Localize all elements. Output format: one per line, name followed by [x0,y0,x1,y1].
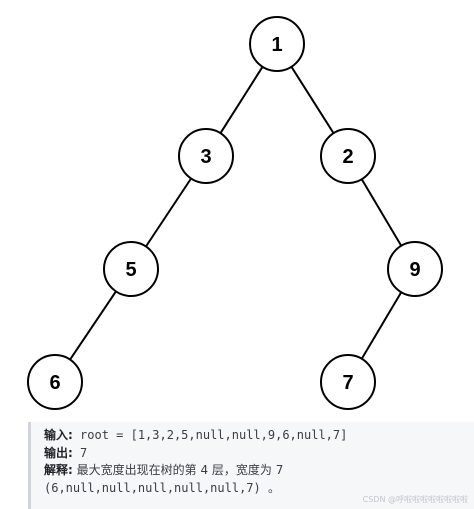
explanation-continuation: (6,null,null,null,null,null,7) 。 [44,480,280,495]
tree-edge-n9-n7 [360,291,403,360]
tree-node-label: 9 [409,259,420,281]
output-value: 7 [72,445,88,460]
tree-edge-n1-n3 [219,66,264,134]
tree-node-circle [178,128,234,184]
tree-node-3: 3 [178,128,234,184]
tree-edge-n5-n6 [69,290,117,361]
explanation-label: 解释: [44,463,73,477]
input-line: 输入: root = [1,3,2,5,null,null,9,6,null,7… [44,427,474,445]
tree-node-label: 3 [200,146,211,168]
tree-node-label: 5 [125,259,136,281]
tree-node-circle [320,354,376,410]
tree-node-label: 6 [49,372,60,394]
tree-node-9: 9 [387,241,443,297]
tree-node-1: 1 [249,16,305,72]
tree-node-circle [27,354,83,410]
tree-node-circle [320,128,376,184]
watermark: CSDN @呼啦啦啦啦啦啦啦啦 [362,495,468,504]
tree-node-circle [249,16,305,72]
tree-node-circle [103,241,159,297]
input-label: 输入: [44,428,73,442]
binary-tree-diagram: 1 3 2 5 9 6 7 [27,16,443,410]
tree-edge-n1-n2 [290,66,335,134]
tree-edge-n3-n5 [145,177,192,248]
tree-edge-n2-n9 [360,178,403,247]
output-label: 输出: [44,445,73,460]
tree-node-5: 5 [103,241,159,297]
output-line: 输出: 7 [44,445,474,463]
explanation-text: 最大宽度出现在树的第 4 层，宽度为 7 [72,463,284,477]
tree-node-2: 2 [320,128,376,184]
tree-node-circle [387,241,443,297]
tree-node-label: 1 [271,34,282,56]
tree-node-6: 6 [27,354,83,410]
explanation-line-2: (6,null,null,null,null,null,7) 。 [44,480,474,498]
example-block: 输入: root = [1,3,2,5,null,null,9,6,null,7… [28,422,474,509]
tree-node-label: 2 [342,146,353,168]
tree-node-7: 7 [320,354,376,410]
tree-nodes: 1 3 2 5 9 6 7 [27,16,443,410]
tree-node-label: 7 [342,372,353,394]
input-value: root = [1,3,2,5,null,null,9,6,null,7] [72,428,348,442]
tree-edges [69,66,403,361]
explanation-line: 解释: 最大宽度出现在树的第 4 层，宽度为 7 [44,462,474,480]
